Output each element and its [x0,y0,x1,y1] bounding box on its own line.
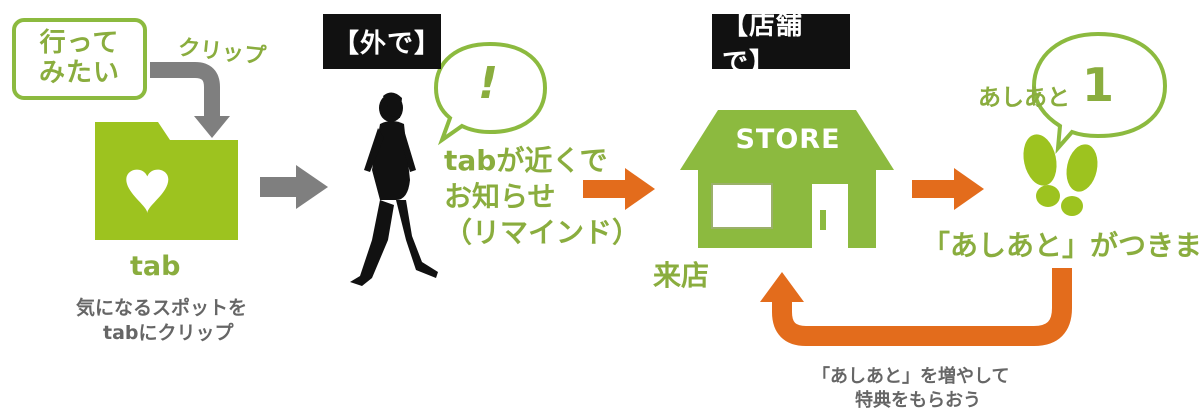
alert-bubble-icon [433,41,548,146]
remind-line-2: お知らせ [444,180,556,213]
walking-person-icon [350,92,438,286]
visit-label: 来店 [653,259,710,292]
loop-text-line-1: 「あしあと」を増やして [812,366,1010,387]
want-line-2: みたい [38,58,120,88]
want-line-1: 行って [39,28,120,59]
arrow-to-person [260,165,328,209]
loop-text-line-2: 特典をもらおう [855,390,981,411]
ashiato-count: 1 [1082,58,1115,112]
return-loop-arrow [760,268,1072,346]
store-tag: 【店舗で】 [712,11,850,78]
ashiato-label: あしあと [978,85,1070,111]
clip-arrow [150,62,230,138]
arrow-to-store [583,168,655,210]
tab-label: tab [130,251,181,282]
tab-description-line-2: tabにクリップ [103,322,234,344]
ashiato-bubble [1031,31,1168,154]
heart-folder-icon [95,122,238,240]
store-sign: STORE [735,124,841,155]
stamp-text: 「あしあと」がつきます [922,229,1199,262]
arrow-to-footprints [912,168,984,210]
want-to-go-box: 行って みたい [12,18,147,100]
footprints-icon [1023,134,1098,216]
store-building-icon [680,110,894,248]
tab-description-line-1: 気になるスポットを [76,297,248,319]
remind-line-3: （リマインド） [444,216,641,249]
outside-tag: 【外で】 [323,14,441,69]
alert-mark: ! [478,58,499,109]
remind-line-1: tabが近くで [444,144,608,177]
